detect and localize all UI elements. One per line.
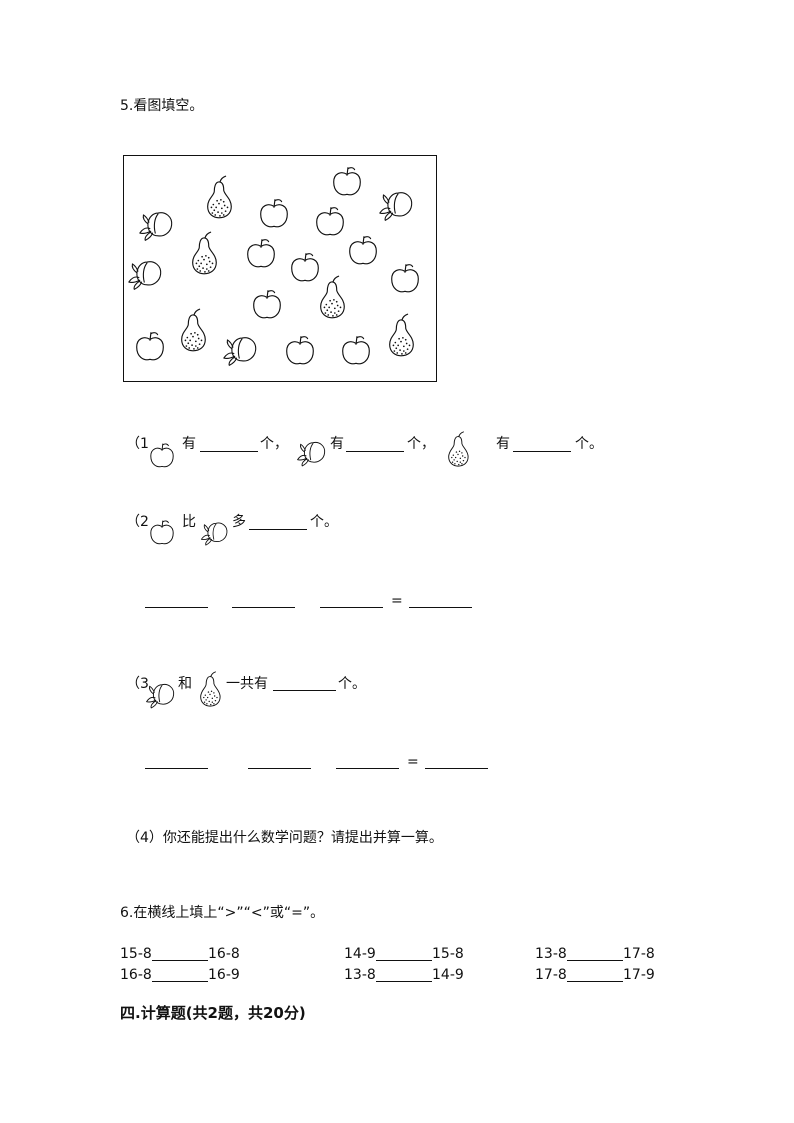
pear-icon [315,272,349,322]
sub1-unit-b: 个， [407,436,435,452]
apple-icon [146,440,178,472]
apple-icon [328,163,366,201]
section-4-heading: 四.计算题(共2题，共20分) [120,1004,306,1022]
compare-right: 14-9 [432,967,464,983]
equation-result-blank[interactable] [425,768,488,769]
sub3-number: （3 [126,676,149,692]
equation-blank-4[interactable] [145,768,208,769]
compare-left: 16-8 [120,967,152,983]
compare-right: 17-9 [623,967,655,983]
sub1-has-pear: 有 [496,436,510,452]
total-blank[interactable] [273,690,336,691]
compare-blank[interactable] [152,981,208,982]
equation-blank-2[interactable] [232,607,295,608]
compare-right: 15-8 [432,946,464,962]
equation-blank-6[interactable] [336,768,399,769]
apple-icon [146,517,178,549]
compare-blank[interactable] [376,960,432,961]
fruit-picture [123,155,437,382]
sub1-unit-a: 个， [260,436,288,452]
compare-blank[interactable] [567,960,623,961]
peach-icon [127,254,167,292]
compare-right: 17-8 [623,946,655,962]
sub2-more-word: 多 [232,514,246,530]
apple-icon [337,332,375,370]
compare-left: 17-8 [535,967,567,983]
equation-result-blank[interactable] [409,607,472,608]
sub2-compare-word: 比 [182,514,196,530]
pear-icon [187,228,221,278]
pear-icon [196,668,224,710]
apple-icon [242,235,280,273]
peach-icon [145,678,179,710]
peach-icon [378,185,418,223]
equals-sign: = [391,593,403,609]
pear-count-blank[interactable] [513,451,571,452]
peach-icon [138,205,178,243]
equals-sign: = [407,754,419,770]
peach-icon [296,436,330,468]
apple-icon [386,260,424,298]
sub1-has-peach: 有 [330,436,344,452]
question-6-title: 6.在横线上填上“>”“<”或“=”。 [120,905,325,921]
pear-icon [176,305,210,355]
sub3-unit: 个。 [338,676,366,692]
difference-blank[interactable] [249,529,307,530]
sub1-has-apple: 有 [182,436,196,452]
peach-icon [200,517,232,547]
compare-left: 15-8 [120,946,152,962]
pear-icon [444,428,472,470]
peach-count-blank[interactable] [346,451,404,452]
compare-blank[interactable] [152,960,208,961]
apple-icon [248,286,286,324]
sub2-unit: 个。 [310,514,338,530]
peach-icon [222,330,262,368]
pear-icon [384,310,418,360]
sub3-and-word: 和 [178,676,192,692]
sub2-number: （2 [126,514,149,530]
compare-right: 16-9 [208,967,240,983]
equation-blank-3[interactable] [320,607,383,608]
sub4-question: （4）你还能提出什么数学问题？请提出并算一算。 [126,830,443,846]
compare-blank[interactable] [567,981,623,982]
sub1-unit-c: 个。 [575,436,603,452]
compare-left: 13-8 [535,946,567,962]
question-5-title: 5.看图填空。 [120,98,204,114]
compare-left: 14-9 [344,946,376,962]
compare-right: 16-8 [208,946,240,962]
apple-icon [131,328,169,366]
compare-blank[interactable] [376,981,432,982]
sub3-total-word: 一共有 [226,676,268,692]
apple-icon [255,195,293,233]
equation-blank-5[interactable] [248,768,311,769]
apple-count-blank[interactable] [200,451,258,452]
sub1-number: （1 [126,436,149,452]
apple-icon [344,232,382,270]
pear-icon [202,172,236,222]
compare-left: 13-8 [344,967,376,983]
equation-blank-1[interactable] [145,607,208,608]
apple-icon [281,332,319,370]
